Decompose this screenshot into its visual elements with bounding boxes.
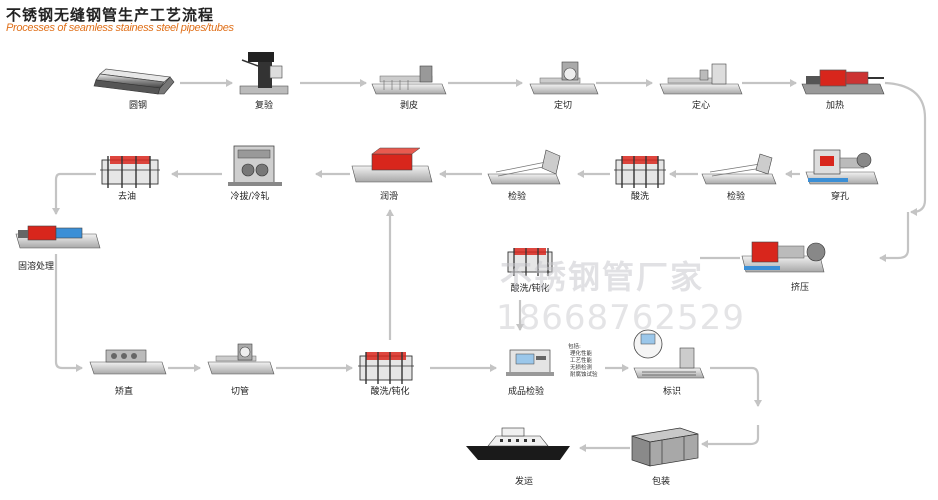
marking-machine-icon	[633, 329, 705, 379]
testing-machine-icon	[506, 349, 554, 376]
step-label-cold-draw: 冷拔/冷轧	[230, 190, 269, 202]
pickling-tank-icon	[358, 352, 414, 384]
step-label-pickling-passivation-1: 酸洗/钝化	[510, 282, 549, 294]
inspection-notes: 包括: 理化性能 工艺性能 无损检测 耐腐蚀试验	[568, 342, 598, 378]
arrow-6	[884, 81, 927, 214]
arrow-22	[701, 425, 760, 448]
step-label-pickling-1: 酸洗	[631, 190, 649, 202]
flow-arrows	[52, 79, 927, 452]
step-label-marking: 标识	[663, 385, 681, 397]
step-label-round-steel: 圆钢	[129, 99, 147, 111]
step-label-straightening: 矫直	[115, 385, 133, 397]
package-bundle-icon	[631, 427, 699, 467]
arrow-14	[52, 172, 96, 215]
straightening-machine-icon	[89, 349, 167, 375]
step-label-cutting: 定切	[554, 99, 572, 111]
inspection-note-4: 耐腐蚀试验	[570, 370, 598, 378]
extrusion-press-icon	[741, 241, 826, 273]
step-label-piercing: 穿孔	[831, 190, 849, 202]
ship-icon	[466, 427, 570, 460]
centering-machine-icon	[659, 63, 743, 95]
inspection-note-0: 包括:	[568, 342, 581, 350]
degreasing-tank-icon	[100, 156, 160, 188]
step-label-centering: 定心	[692, 99, 710, 111]
inspection-bench-icon	[487, 149, 561, 185]
step-label-pickling-passivation-2: 酸洗/钝化	[370, 385, 409, 397]
inspection-press-icon	[239, 52, 289, 95]
inspection-bench-icon	[701, 153, 777, 185]
step-label-final-inspection: 成品检验	[508, 385, 544, 397]
tube-cutter-icon	[207, 343, 275, 375]
inspection-note-1: 理化性能	[570, 349, 593, 357]
solution-furnace-icon	[15, 225, 101, 249]
step-label-lubrication: 润滑	[380, 190, 398, 202]
cutting-saw-icon	[529, 61, 599, 95]
step-labels: 圆钢 复验 剥皮 定切 定心 加热 穿孔 检验 酸洗 检验 润滑 冷拔/冷轧 去…	[18, 99, 849, 487]
step-label-heating: 加热	[826, 99, 844, 111]
inspection-note-3: 无损检测	[570, 363, 593, 371]
step-label-inspection-1: 检验	[727, 190, 745, 202]
page-subtitle: Processes of seamless stainess steel pip…	[6, 22, 234, 34]
watermark-phone: 18668762529	[496, 298, 745, 338]
heating-furnace-icon	[801, 69, 885, 95]
watermark-text: 不锈钢管厂家	[500, 258, 705, 296]
step-label-shipping: 发运	[515, 475, 533, 487]
page-title: 不锈钢无缝钢管生产工艺流程	[6, 6, 215, 24]
pickling-tank-icon	[507, 248, 553, 276]
arrow-21	[710, 366, 762, 407]
arrow-to-extrusion	[879, 212, 910, 262]
steel-bar-icon	[93, 68, 175, 95]
pickling-tank-icon	[614, 156, 666, 188]
cold-rolling-mill-icon	[228, 145, 282, 186]
step-label-extrusion: 挤压	[791, 281, 809, 293]
step-label-solution-treatment: 固溶处理	[18, 260, 54, 272]
piercing-mill-icon	[805, 149, 879, 185]
arrow-15	[54, 254, 83, 372]
step-label-inspection-2: 检验	[508, 190, 526, 202]
step-label-packaging: 包装	[652, 475, 670, 487]
step-label-re-inspection: 复验	[255, 99, 273, 111]
step-label-tube-cutting: 切管	[231, 385, 249, 397]
step-label-peeling: 剥皮	[400, 99, 418, 111]
step-label-degreasing: 去油	[118, 190, 136, 202]
peeling-machine-icon	[371, 65, 447, 95]
inspection-note-2: 工艺性能	[570, 356, 593, 364]
lubrication-tank-icon	[351, 147, 433, 183]
